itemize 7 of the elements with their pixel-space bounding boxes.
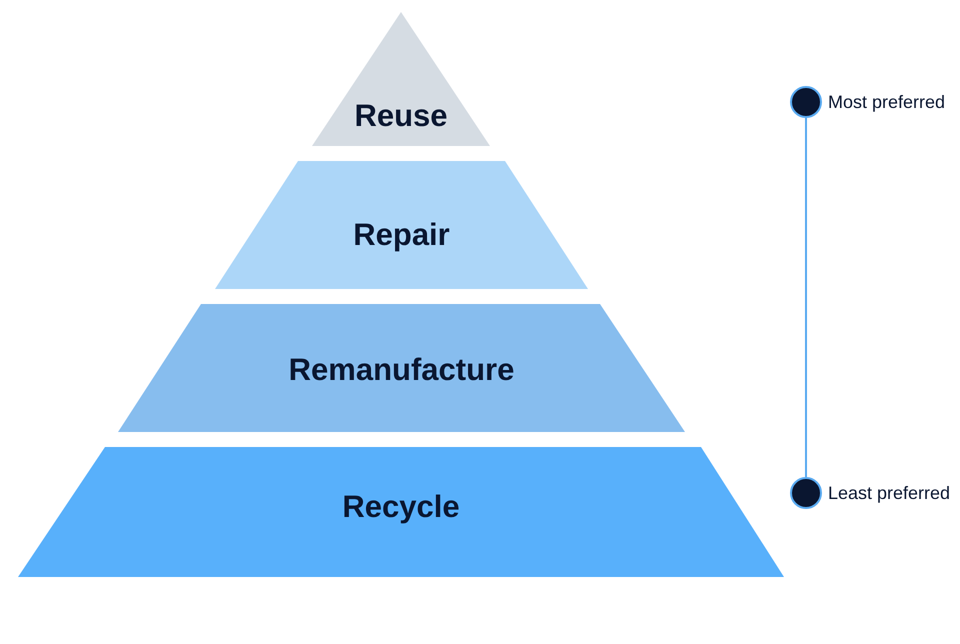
scale-line: [805, 118, 807, 477]
scale-label: Least preferred: [828, 483, 950, 504]
tier-label: Repair: [352, 217, 451, 253]
tier-label: Recycle: [341, 489, 461, 525]
tier-label: Reuse: [353, 98, 449, 134]
scale-label: Most preferred: [828, 92, 946, 113]
tier-label: Remanufacture: [288, 352, 516, 388]
